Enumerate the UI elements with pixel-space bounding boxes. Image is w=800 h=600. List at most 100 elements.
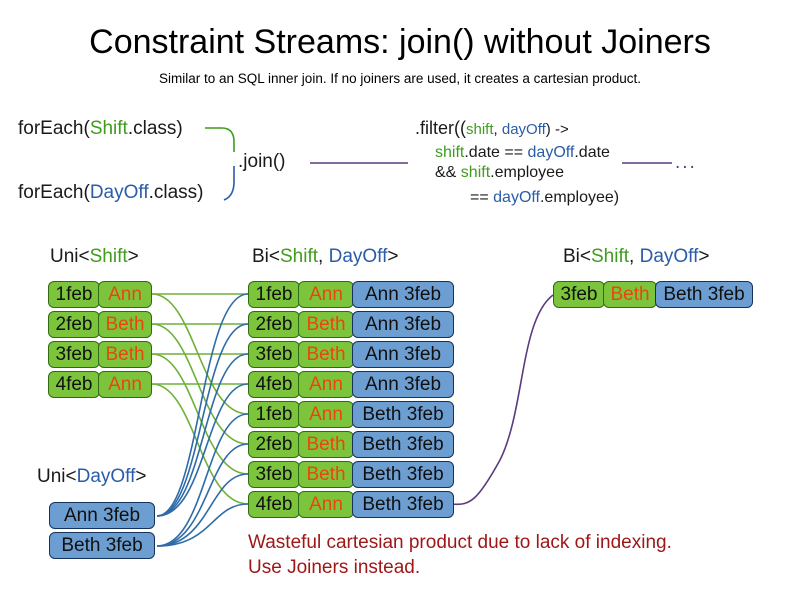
cartesian-row-match[interactable]: 3feb Beth Beth 3feb — [248, 461, 454, 488]
dayoff-label: Beth 3feb — [352, 401, 454, 428]
code-join-label: .join() — [238, 151, 286, 172]
shift-date: 2feb — [248, 311, 300, 338]
code-text: .employee) — [539, 189, 620, 206]
type-dayoff: DayOff — [89, 182, 149, 203]
shift-employee: Ann — [98, 371, 152, 398]
dayoff-label: Beth 3feb — [49, 532, 155, 559]
code-text: .employee — [490, 164, 564, 181]
shift-date: 3feb — [248, 341, 300, 368]
shift-date: 4feb — [48, 371, 100, 398]
shift-employee: Beth — [298, 311, 354, 338]
cartesian-row[interactable]: 2feb Beth Ann 3feb — [248, 311, 454, 338]
shift-date: 2feb — [48, 311, 100, 338]
shift-employee: Ann — [298, 491, 354, 518]
shift-card[interactable]: 3feb Beth — [48, 341, 152, 368]
cartesian-row[interactable]: 1feb Ann Beth 3feb — [248, 401, 454, 428]
ref-shift: shift — [460, 164, 491, 181]
shift-employee: Beth — [298, 341, 354, 368]
header-bi-filtered: Bi<Shift, DayOff> — [563, 246, 709, 268]
ref-shift: shift — [435, 144, 465, 161]
type-dayoff: DayOff — [328, 246, 388, 267]
code-text: .filter(( — [415, 118, 466, 138]
shift-date: 3feb — [553, 281, 605, 308]
header-text: , — [629, 246, 640, 267]
dayoff-label: Beth 3feb — [352, 461, 454, 488]
header-text: , — [318, 246, 329, 267]
dayoff-label: Ann 3feb — [352, 371, 454, 398]
page-subtitle: Similar to an SQL inner join. If no join… — [159, 71, 641, 86]
shift-date: 2feb — [248, 431, 300, 458]
shift-date: 1feb — [248, 401, 300, 428]
shift-employee: Beth — [298, 461, 354, 488]
header-bi-cartesian: Bi<Shift, DayOff> — [252, 246, 398, 268]
code-filter-line-4: == dayOff.employee) — [470, 188, 619, 208]
shift-employee: Beth — [98, 341, 152, 368]
shift-card[interactable]: 2feb Beth — [48, 311, 152, 338]
shift-employee: Beth — [98, 311, 152, 338]
result-card[interactable]: 3feb Beth Beth 3feb — [553, 281, 753, 308]
page-title: Constraint Streams: join() without Joine… — [89, 23, 711, 61]
dayoff-label: Ann 3feb — [352, 281, 454, 308]
type-shift: Shift — [591, 246, 630, 267]
code-text: .class) — [148, 182, 204, 203]
cartesian-row[interactable]: 1feb Ann Ann 3feb — [248, 281, 454, 308]
code-filter-signature: .filter((shift, dayOff) -> — [415, 117, 569, 141]
code-text: .date — [574, 144, 610, 161]
dayoff-label: Beth 3feb — [352, 491, 454, 518]
code-foreach-shift: forEach(Shift.class) — [18, 117, 183, 141]
type-shift: Shift — [280, 246, 319, 267]
ref-dayoff: dayOff — [527, 144, 575, 161]
shift-date: 3feb — [248, 461, 300, 488]
header-uni-dayoff: Uni<DayOff> — [37, 466, 147, 488]
param-shift: shift — [466, 121, 494, 138]
code-text: && — [435, 164, 461, 181]
code-filter-line-2: shift.date == dayOff.date — [435, 143, 610, 163]
type-dayoff: DayOff — [76, 466, 136, 487]
shift-date: 1feb — [48, 281, 100, 308]
warning-line-1: Wasteful cartesian product due to lack o… — [248, 532, 672, 553]
code-text: .class) — [127, 118, 183, 139]
shift-employee: Beth — [603, 281, 657, 308]
shift-card[interactable]: 4feb Ann — [48, 371, 152, 398]
code-foreach-dayoff: forEach(DayOff.class) — [18, 181, 204, 205]
cartesian-row[interactable]: 4feb Ann Ann 3feb — [248, 371, 454, 398]
shift-date: 4feb — [248, 371, 300, 398]
cartesian-row[interactable]: 3feb Beth Ann 3feb — [248, 341, 454, 368]
code-filter-line-3: && shift.employee — [435, 163, 564, 183]
cartesian-row[interactable]: 2feb Beth Beth 3feb — [248, 431, 454, 458]
dayoff-label: Ann 3feb — [352, 341, 454, 368]
header-text: > — [127, 246, 139, 267]
shift-date: 1feb — [248, 281, 300, 308]
header-text: > — [135, 466, 147, 487]
shift-employee: Ann — [298, 401, 354, 428]
code-text: , — [493, 121, 502, 138]
header-text: Uni< — [37, 466, 77, 487]
code-text: forEach( — [18, 182, 90, 203]
code-text: .date == — [464, 144, 528, 161]
warning-note: Wasteful cartesian product due to lack o… — [248, 530, 672, 580]
ellipsis-continuation: ... — [675, 152, 697, 173]
type-dayoff: DayOff — [639, 246, 699, 267]
shift-card[interactable]: 1feb Ann — [48, 281, 152, 308]
dayoff-card[interactable]: Ann 3feb — [49, 502, 155, 529]
shift-date: 4feb — [248, 491, 300, 518]
cartesian-row[interactable]: 4feb Ann Beth 3feb — [248, 491, 454, 518]
header-text: > — [387, 246, 399, 267]
header-text: > — [698, 246, 710, 267]
code-text: ) -> — [545, 121, 569, 138]
header-text: Bi< — [252, 246, 280, 267]
shift-employee: Ann — [98, 281, 152, 308]
warning-line-2: Use Joiners instead. — [248, 557, 421, 578]
shift-employee: Ann — [298, 281, 354, 308]
dayoff-label: Beth 3feb — [655, 281, 753, 308]
shift-employee: Beth — [298, 431, 354, 458]
shift-date: 3feb — [48, 341, 100, 368]
dayoff-card[interactable]: Beth 3feb — [49, 532, 155, 559]
code-text: == — [470, 189, 494, 206]
header-text: Bi< — [563, 246, 591, 267]
header-text: Uni< — [50, 246, 90, 267]
code-text: forEach( — [18, 118, 90, 139]
param-dayoff: dayOff — [501, 121, 546, 138]
ref-dayoff: dayOff — [493, 189, 540, 206]
